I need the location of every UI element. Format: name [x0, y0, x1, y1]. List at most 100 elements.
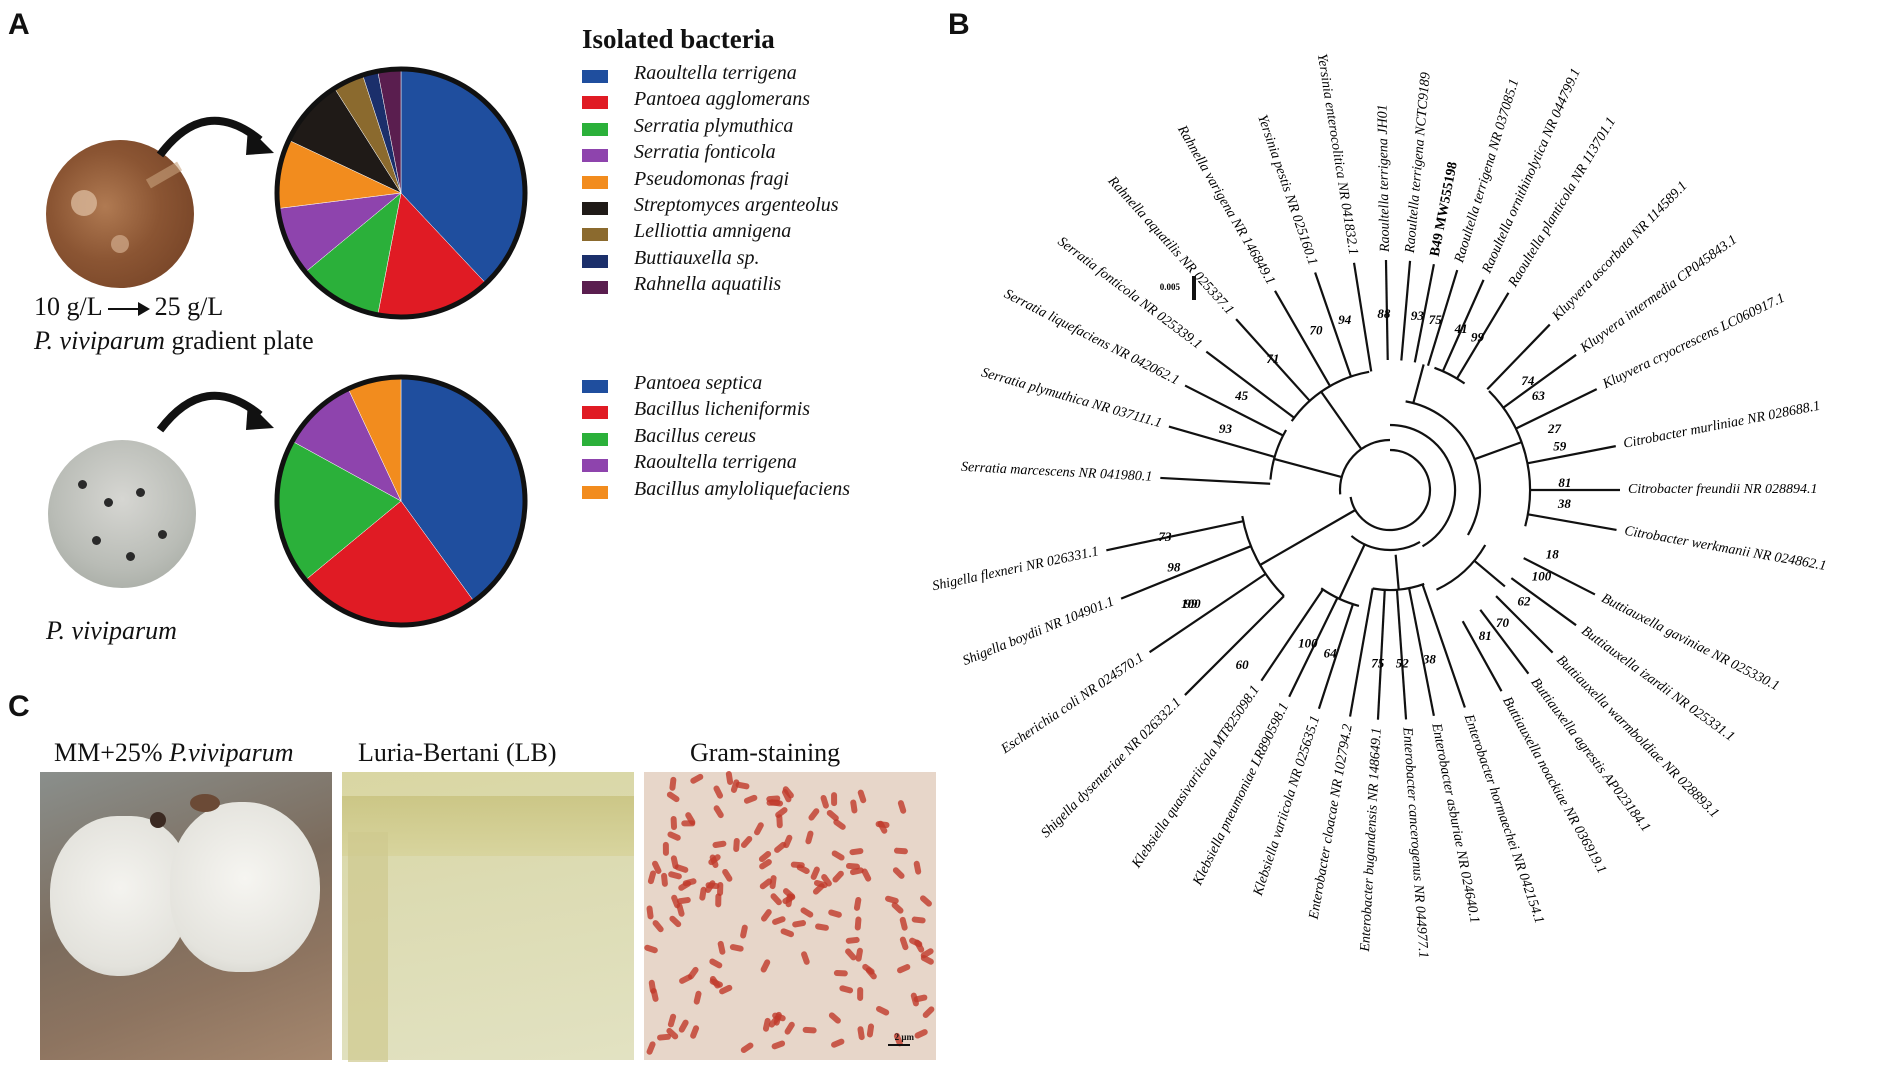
bacterial-rod	[740, 1042, 754, 1053]
panel-label-a: A	[8, 8, 30, 41]
bacterial-rod	[662, 841, 669, 856]
gradient-to: 25 g/L	[154, 292, 224, 321]
bacterial-rod	[682, 878, 697, 887]
legend-swatch	[582, 406, 608, 420]
bacterial-rod	[693, 990, 702, 1005]
legend-swatch	[582, 149, 608, 163]
bacterial-rod	[740, 835, 753, 848]
bacterial-rod	[667, 831, 681, 841]
bacterial-rod	[762, 1017, 771, 1032]
legend-item: Bacillus amyloliquefaciens	[634, 477, 851, 500]
tree-branch	[1205, 350, 1295, 419]
bacterial-rod	[666, 1027, 679, 1040]
tree-taxon-label: Citrobacter werkmanii NR 024862.1	[1623, 524, 1827, 574]
bacterial-rod	[833, 819, 846, 830]
bacterial-rod	[845, 948, 857, 961]
bacterial-rod	[771, 1040, 786, 1050]
bootstrap-value: 27	[1547, 421, 1562, 436]
legend-item: Bacillus cereus	[634, 424, 757, 447]
tree-branch	[1510, 577, 1577, 627]
bacterial-rod	[899, 916, 908, 931]
tree-taxon-label: Serratia marcescens NR 041980.1	[961, 460, 1153, 485]
bacterial-rod	[770, 893, 782, 906]
bacterial-rod	[759, 859, 772, 870]
bacterial-rod	[712, 840, 727, 849]
bacterial-rod	[802, 1026, 817, 1034]
bacterial-rod	[774, 841, 787, 853]
tree-branch	[1352, 262, 1373, 372]
legend-swatch	[582, 281, 608, 295]
tree-arc	[1349, 448, 1432, 532]
pie-gradient-outline	[274, 66, 528, 320]
bacterial-rod	[781, 789, 792, 803]
lb-plate-photo	[342, 772, 634, 1062]
bacterial-rod	[661, 872, 668, 887]
tree-arc	[1338, 438, 1391, 495]
curved-arrow-icon	[156, 391, 274, 433]
bootstrap-value: 71	[1266, 351, 1279, 366]
tree-taxon-label: Citrobacter murliniae NR 028688.1	[1622, 399, 1821, 452]
bootstrap-value: 52	[1396, 656, 1410, 671]
tree-branch	[1394, 554, 1400, 590]
bacterial-rod	[676, 897, 691, 905]
tree-branch	[1474, 441, 1522, 461]
bootstrap-value: 75	[1371, 656, 1385, 671]
gradient-plate-photo	[46, 140, 194, 288]
bacterial-rod	[769, 875, 777, 890]
tree-taxon-label: Enterobacter bugandensis NR 148649.1	[1358, 727, 1385, 953]
bacterial-rod	[652, 860, 662, 874]
bacterial-rod	[833, 970, 848, 977]
bootstrap-value: 81	[1558, 475, 1571, 490]
tree-arc	[1241, 515, 1285, 597]
bacterial-rod	[678, 1019, 689, 1033]
bootstrap-value: 64	[1324, 645, 1338, 660]
tree-arc	[1436, 544, 1487, 591]
bacterial-rod	[652, 920, 664, 933]
tree-taxon-label: Raoultella terrigena JH01	[1375, 104, 1393, 253]
bacterial-rod	[759, 878, 773, 890]
legend-item: Buttiauxella sp.	[634, 246, 760, 269]
tree-branch	[1395, 589, 1408, 720]
legend-swatch	[582, 228, 608, 242]
legend-item: Pantoea septica	[634, 372, 763, 394]
legend-item: Raoultella terrigena	[634, 62, 797, 84]
bacterial-rod	[831, 792, 838, 807]
tree-taxon-label: Kluyvera cryocrescens LC060917.1	[1600, 291, 1788, 393]
tree-branch	[1412, 364, 1425, 404]
bacterial-rod	[725, 771, 734, 785]
tree-branch	[1376, 589, 1386, 720]
bacterial-rod	[831, 1038, 845, 1048]
tree-branch	[1148, 572, 1267, 654]
tree-arc	[1488, 390, 1532, 527]
pie-chart-gradient	[274, 66, 528, 320]
bootstrap-value: 100	[1298, 636, 1318, 651]
legend-swatch	[582, 70, 608, 83]
bacterial-rod	[913, 860, 922, 875]
bacterial-rod	[670, 816, 678, 831]
bacterial-rod	[699, 886, 707, 901]
bacterial-rod	[801, 951, 810, 965]
bacterial-rod	[709, 975, 721, 989]
photo-title-mm: MM+25% P.viviparum	[54, 738, 294, 767]
pie-plain-outline	[274, 374, 528, 628]
bacterial-rod	[922, 1006, 935, 1018]
legend-swatch	[582, 485, 608, 499]
bacterial-rod	[785, 893, 793, 908]
tree-arc	[1434, 366, 1466, 385]
legend-swatch	[582, 432, 608, 446]
tree-arc	[1269, 429, 1288, 480]
bacterial-rod	[772, 1012, 786, 1022]
tree-branch	[1235, 318, 1311, 402]
tree-branch	[1338, 543, 1366, 600]
tree-branch	[1473, 559, 1506, 588]
bacterial-rod	[666, 791, 680, 803]
tree-taxon-label: Raoultella terrigena NR 037085.1	[1452, 77, 1523, 265]
bootstrap-value: 99	[1471, 329, 1485, 344]
fish-photo	[48, 440, 196, 588]
legend-item: Pantoea agglomerans	[634, 88, 811, 111]
bacterial-rod	[790, 861, 805, 869]
bacterial-rod	[722, 868, 733, 882]
gradient-from: 10 g/L	[34, 292, 102, 321]
tree-branch	[1160, 476, 1271, 485]
bacterial-rod	[857, 789, 867, 804]
